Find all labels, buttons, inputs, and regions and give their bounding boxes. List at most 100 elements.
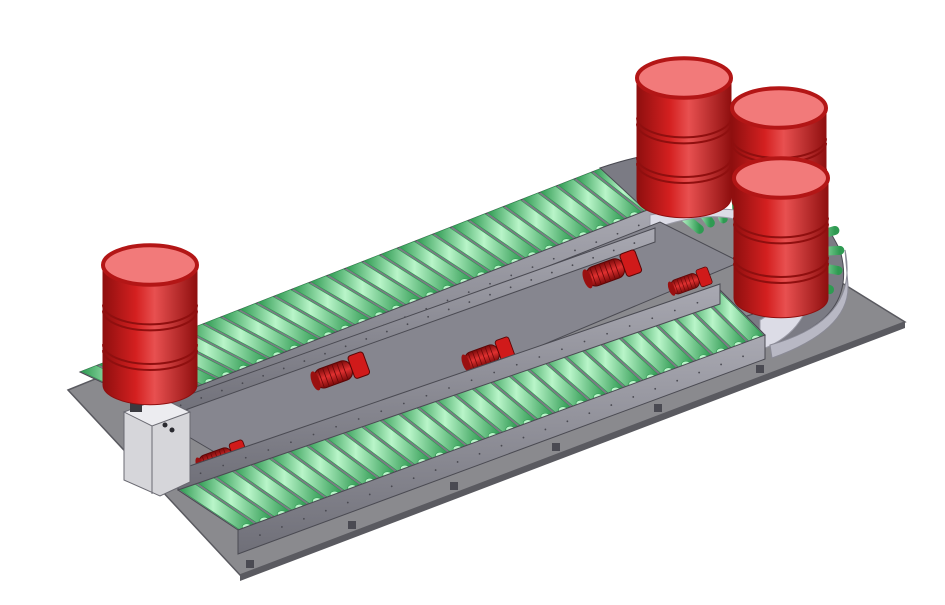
rail-bolt — [380, 410, 383, 413]
cooling-fin — [687, 274, 693, 290]
rail-bolt — [456, 461, 459, 463]
rail-bolt — [241, 382, 244, 385]
rail-bolt — [592, 256, 595, 259]
rail-bolt — [489, 282, 491, 285]
rail-bolt — [303, 360, 306, 362]
drum-stacks — [101, 56, 830, 406]
rail-bolt — [281, 526, 283, 528]
cooling-fin — [331, 364, 340, 384]
drive-motor — [310, 351, 371, 391]
cooling-fin — [476, 349, 483, 367]
cooling-fin — [673, 279, 679, 295]
cooling-fin — [589, 267, 598, 287]
drive-motor — [582, 249, 643, 289]
drive-motor — [667, 266, 713, 296]
rail-bolt — [365, 338, 368, 340]
rail-bolt — [282, 367, 285, 370]
rail-bolt — [509, 286, 512, 289]
rail-bolt — [595, 241, 598, 244]
rail-bolt — [427, 315, 430, 318]
cabinet-button — [162, 422, 168, 428]
rail-bolt — [489, 293, 491, 296]
cooling-fin — [603, 262, 612, 282]
rail-bolt — [544, 428, 547, 431]
cooling-fin — [598, 263, 607, 283]
rail-bolt — [470, 379, 473, 382]
rail-bolt — [515, 363, 518, 366]
support-foot — [756, 365, 764, 373]
drum-back-stack-upper — [635, 56, 733, 219]
rail-bolt — [220, 389, 223, 392]
drum-hoop — [733, 257, 829, 278]
cooling-fin — [690, 273, 697, 288]
cooling-fin — [336, 362, 344, 382]
cooling-fin — [326, 365, 335, 385]
rail-bolt — [676, 379, 679, 382]
rail-bolt — [467, 291, 470, 293]
rail-bolt — [267, 449, 270, 451]
drum-hoop — [636, 157, 732, 178]
drum-body — [733, 177, 829, 319]
rail-bolt — [324, 509, 327, 512]
drum-hoop — [102, 310, 198, 332]
support-foot — [552, 443, 560, 451]
rail-bolt — [673, 309, 676, 312]
cooling-fin — [608, 260, 616, 280]
motor-end-cap — [461, 354, 471, 372]
support-foot — [348, 521, 356, 529]
drum-lid — [635, 56, 733, 100]
rail-bolt — [385, 330, 388, 333]
rail-bolt — [632, 396, 635, 398]
drum-hoop — [102, 304, 198, 326]
cooling-fin — [683, 276, 690, 291]
support-foot — [654, 404, 662, 412]
support-foot — [450, 482, 458, 490]
rail-bolt — [402, 402, 405, 405]
rail-bolt — [412, 477, 415, 480]
rail-bolt — [566, 420, 569, 423]
rail-bolt — [616, 232, 619, 235]
rail-bolt — [696, 301, 699, 304]
drum-body — [102, 264, 198, 406]
rail-bolt — [390, 485, 393, 488]
support-foot — [246, 560, 254, 568]
rail-bolt — [406, 323, 409, 326]
cooling-fin — [480, 347, 488, 366]
rail-bolt — [571, 264, 574, 267]
motor-end-cap — [582, 269, 593, 289]
rail-bolt — [179, 404, 182, 407]
cooling-fin — [471, 351, 479, 369]
rail-bolt — [357, 418, 360, 420]
motor-end-cap — [667, 281, 676, 296]
rail-bolt — [468, 301, 471, 303]
rail-bolt — [302, 517, 305, 520]
drum-hoop — [636, 117, 732, 139]
rail-bolt — [583, 340, 586, 343]
rail-bolt — [550, 271, 553, 274]
cabinet-button — [169, 427, 175, 433]
drum-lid — [732, 156, 830, 200]
rail-bolt — [346, 501, 349, 504]
rail-bolt — [335, 425, 337, 428]
cooling-fin — [612, 258, 621, 278]
drum-hoop — [636, 163, 732, 184]
cooling-fin — [317, 369, 326, 389]
cooling-fin — [484, 346, 492, 364]
rail-bolt — [588, 412, 591, 415]
motor-end-cap — [310, 371, 321, 391]
rail-bolt — [531, 266, 534, 268]
rail-bolt — [222, 464, 225, 467]
rail-bolt — [324, 352, 326, 355]
rail-bolt — [606, 332, 608, 335]
drum-body — [636, 77, 732, 219]
rail-bolt — [742, 355, 744, 358]
rail-bolt — [610, 404, 613, 406]
rail-bolt — [530, 279, 533, 281]
rail-bolt — [244, 456, 247, 459]
drum-hoop — [102, 350, 198, 371]
cooling-fin — [676, 278, 683, 293]
rail-bolt — [651, 317, 654, 320]
rail-bolt — [446, 299, 449, 302]
